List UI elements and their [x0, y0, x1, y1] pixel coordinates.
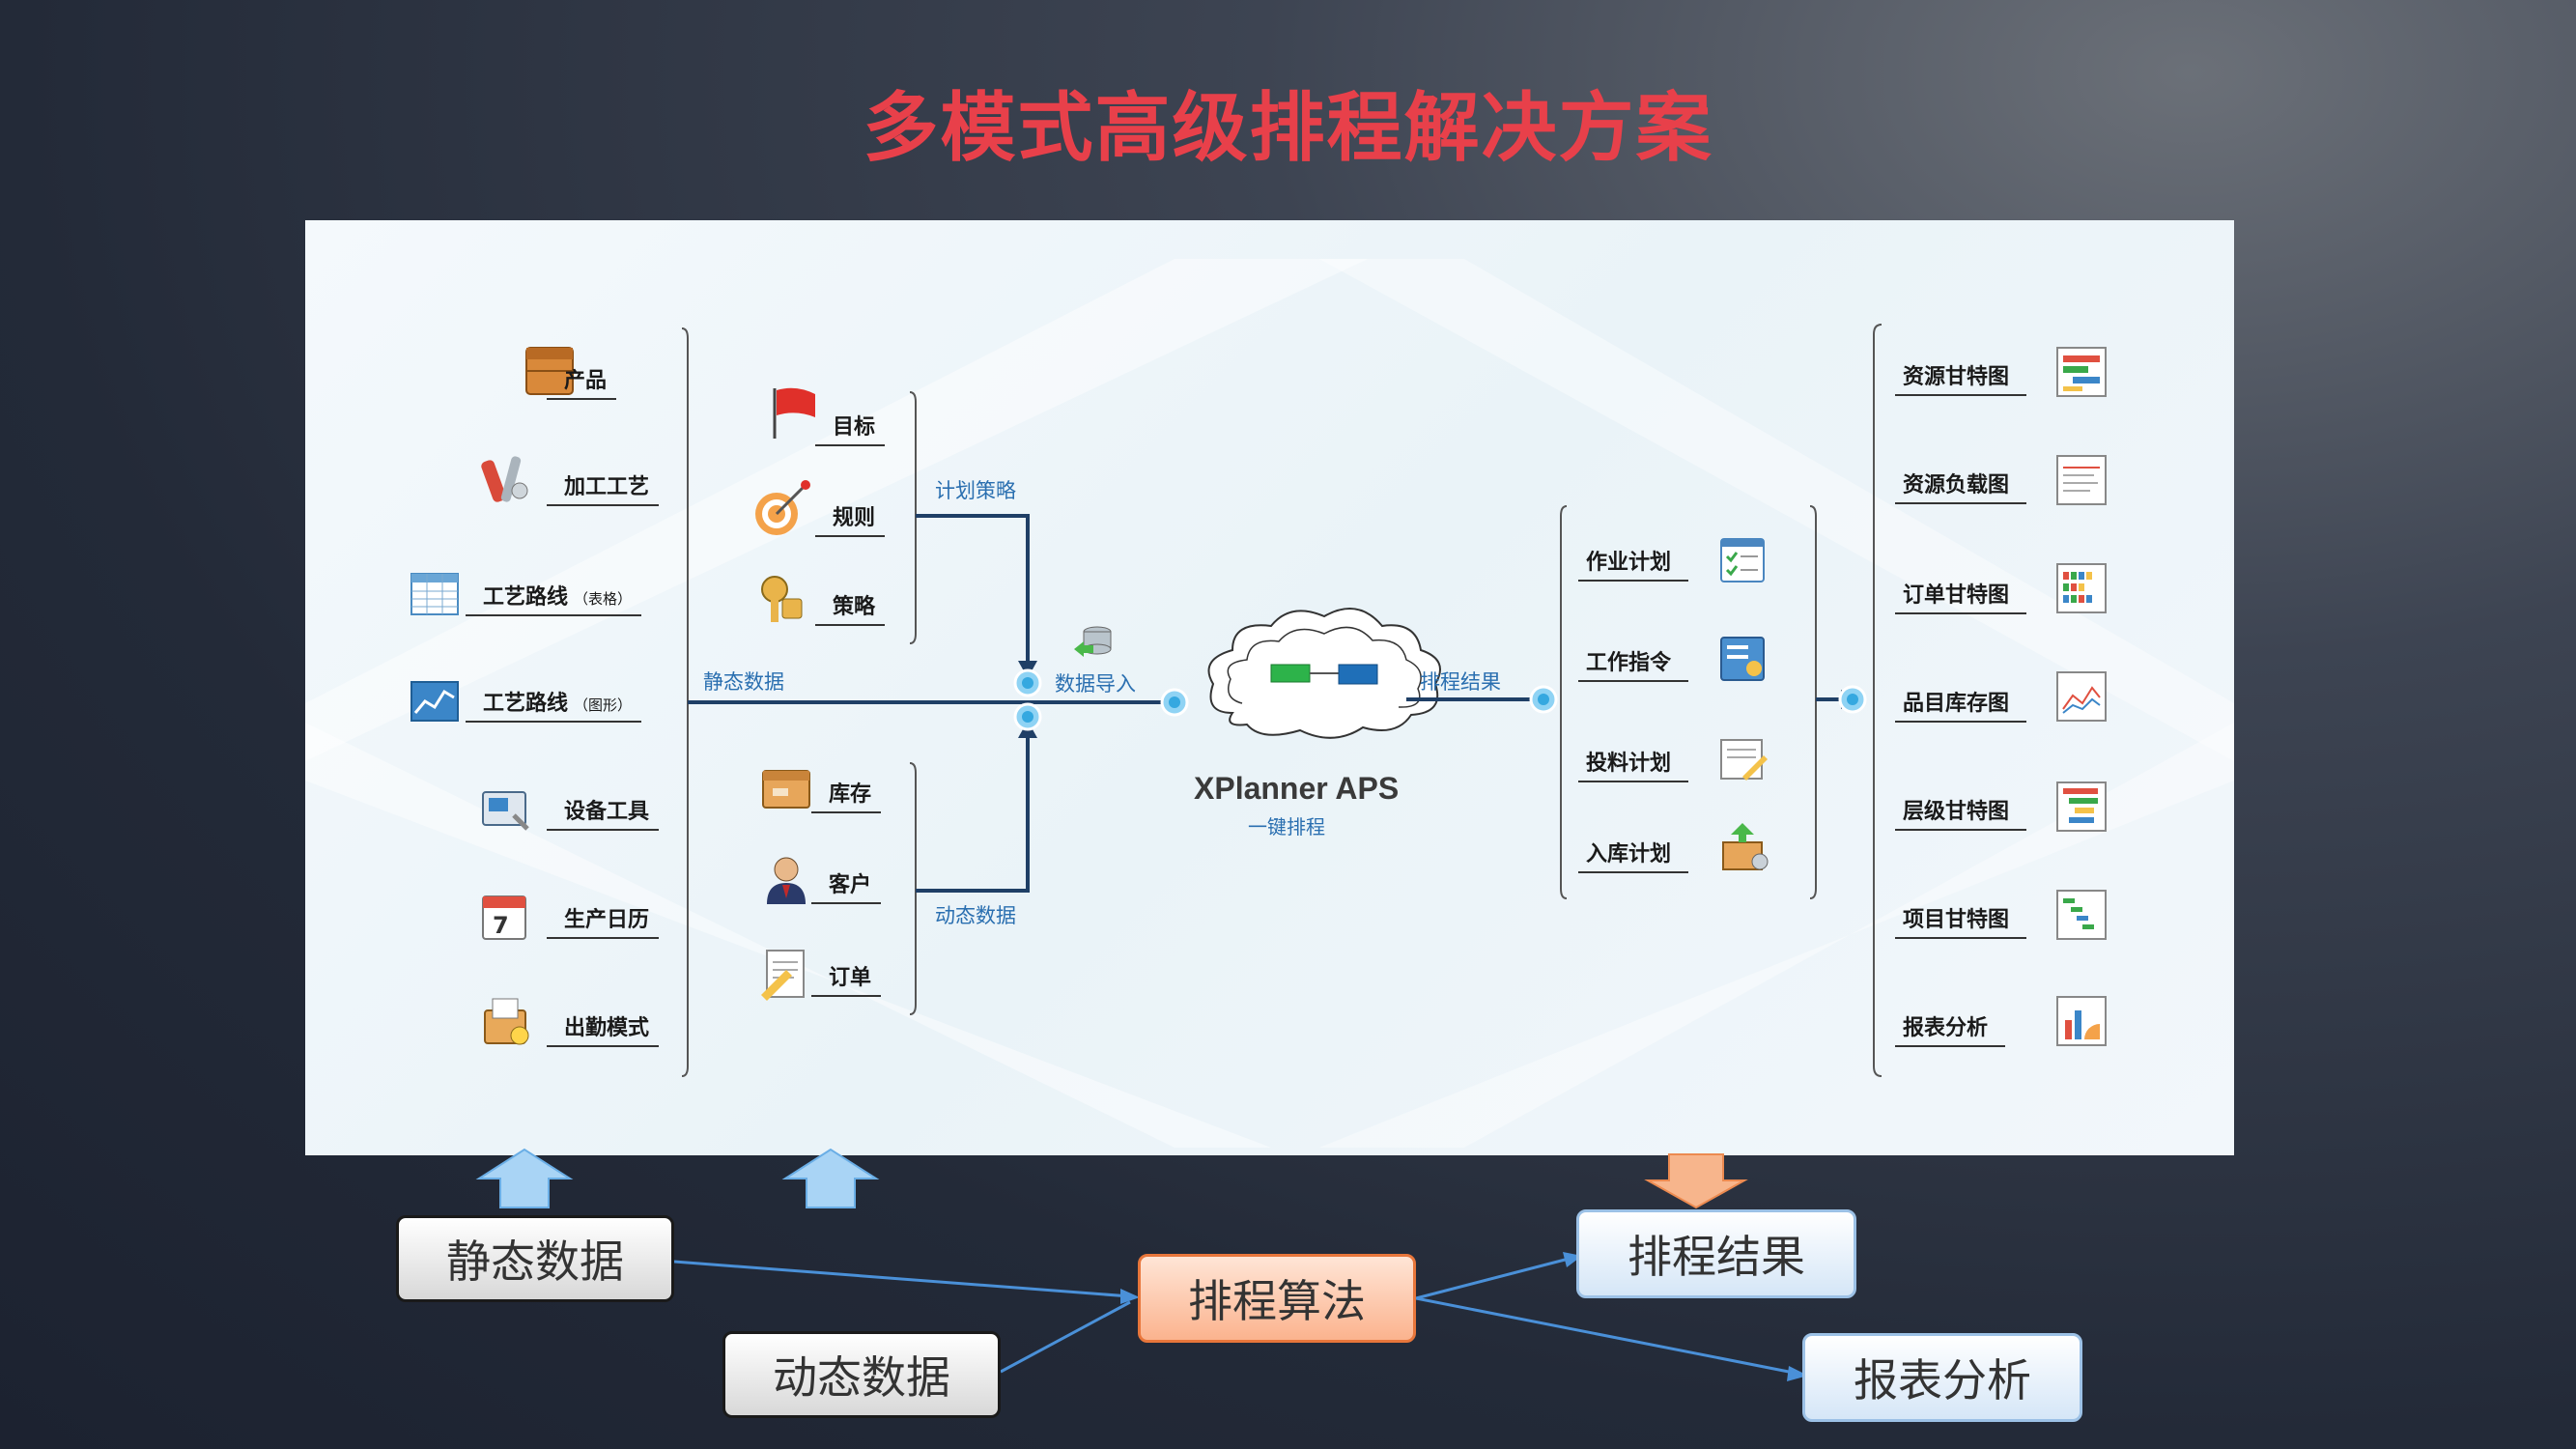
line-chart-icon [410, 680, 460, 726]
checklist-icon [1717, 535, 1769, 589]
inventory-chart-icon [2055, 670, 2108, 726]
tools-icon [477, 450, 535, 512]
target-icon [751, 479, 813, 543]
report-item-label: 报表分析 [1895, 1010, 2006, 1047]
flow-report-box: 报表分析 [1802, 1333, 2082, 1422]
equipment-icon [479, 786, 533, 838]
calendar-icon: 7 [479, 889, 529, 947]
core-system-subtitle: 一键排程 [1248, 815, 1325, 838]
plan-item-label: 投料计划 [1578, 746, 1689, 782]
project-gantt-icon [2055, 889, 2108, 945]
static-data-connector-label: 静态数据 [703, 670, 784, 694]
customer-icon [759, 852, 813, 910]
resource-load-icon [2055, 454, 2108, 510]
report-item-label: 订单甘特图 [1895, 578, 2027, 614]
material-plan-icon [1717, 734, 1769, 788]
hierarchy-gantt-icon [2055, 781, 2108, 837]
core-system-name: XPlanner APS [1194, 771, 1400, 806]
dynamic-item-label: 客户 [811, 867, 882, 904]
report-item-label: 品目库存图 [1895, 686, 2027, 723]
left-item-label: 加工工艺 [547, 469, 660, 506]
box-icon [524, 342, 576, 402]
data-import-connector-label: 数据导入 [1055, 672, 1136, 696]
left-item-label: 生产日历 [547, 902, 660, 939]
flow-dynamic-data-box: 动态数据 [722, 1331, 1001, 1418]
inventory-box-icon [759, 763, 813, 815]
strategy-item-label: 策略 [815, 589, 886, 626]
database-import-icon [1070, 624, 1117, 667]
report-item-label: 资源甘特图 [1895, 359, 2027, 396]
svg-text:7: 7 [493, 912, 509, 939]
dynamic-connector-label: 动态数据 [935, 904, 1016, 927]
report-analysis-icon [2055, 995, 2108, 1051]
report-item-label: 层级甘特图 [1895, 794, 2027, 831]
order-document-icon [759, 947, 813, 1005]
diagram-panel: 产品 加工工艺 工艺路线（表格） 工艺路线（图形） 设备工具 7 生产日历 出勤… [305, 220, 2234, 1155]
left-item-label: 设备工具 [547, 794, 660, 831]
key-lock-icon [755, 570, 811, 630]
left-item-label: 工艺路线（表格） [466, 580, 642, 616]
dynamic-item-label: 库存 [811, 777, 882, 813]
order-gantt-icon [2055, 562, 2108, 618]
page-title: 多模式高级排程解决方案 [863, 85, 1713, 172]
flow-static-data-box: 静态数据 [396, 1215, 674, 1302]
warehouse-in-icon [1717, 821, 1771, 879]
work-order-icon [1717, 634, 1769, 688]
left-item-label: 工艺路线（图形） [466, 686, 642, 723]
result-connector-label: 排程结果 [1420, 670, 1501, 694]
plan-item-label: 工作指令 [1578, 645, 1689, 682]
strategy-item-label: 规则 [815, 500, 886, 537]
report-item-label: 资源负载图 [1895, 468, 2027, 504]
attendance-icon [479, 995, 533, 1053]
plan-item-label: 入库计划 [1578, 837, 1689, 873]
flow-algorithm-box: 排程算法 [1138, 1254, 1416, 1343]
plan-item-label: 作业计划 [1578, 545, 1689, 582]
strategy-connector-label: 计划策略 [935, 479, 1016, 502]
left-item-label: 产品 [547, 363, 617, 400]
strategy-item-label: 目标 [815, 410, 886, 446]
report-item-label: 项目甘特图 [1895, 902, 2027, 939]
resource-gantt-icon [2055, 346, 2108, 402]
flow-result-box: 排程结果 [1576, 1209, 1856, 1298]
flag-icon [767, 384, 821, 444]
left-item-label: 出勤模式 [547, 1010, 660, 1047]
table-icon [410, 572, 460, 620]
dynamic-item-label: 订单 [811, 960, 882, 997]
